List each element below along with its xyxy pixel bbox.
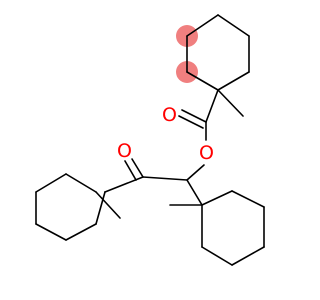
bond xyxy=(201,246,233,266)
bond xyxy=(205,89,219,123)
bond xyxy=(104,176,144,193)
bond xyxy=(186,71,219,91)
ester-oxygen-label: O xyxy=(199,142,214,164)
methyl-bond xyxy=(95,191,121,219)
bond xyxy=(142,176,188,181)
carbonyl-oxygen-label: O xyxy=(162,104,177,126)
left-cyclohexane-ring xyxy=(35,173,106,241)
top-cyclohexane-ring xyxy=(186,14,250,91)
molecule-structure: O O O xyxy=(35,14,265,266)
bond xyxy=(186,164,205,181)
bond xyxy=(186,14,219,37)
bond xyxy=(186,179,203,206)
bond xyxy=(35,173,67,193)
double-bond xyxy=(124,160,137,181)
double-bond xyxy=(131,158,144,178)
double-bond xyxy=(178,115,204,129)
ketone-oxygen-label: O xyxy=(117,140,132,162)
bond xyxy=(217,71,250,91)
bottom-cyclohexane-ring xyxy=(201,190,265,266)
methyl-bond xyxy=(217,89,244,117)
bond xyxy=(231,190,265,208)
bond xyxy=(231,246,265,266)
bond xyxy=(217,14,250,37)
bond xyxy=(65,223,97,241)
bond xyxy=(35,223,67,241)
bond xyxy=(65,173,97,193)
double-bond xyxy=(181,109,207,123)
bond xyxy=(201,190,233,206)
bond xyxy=(95,191,106,225)
